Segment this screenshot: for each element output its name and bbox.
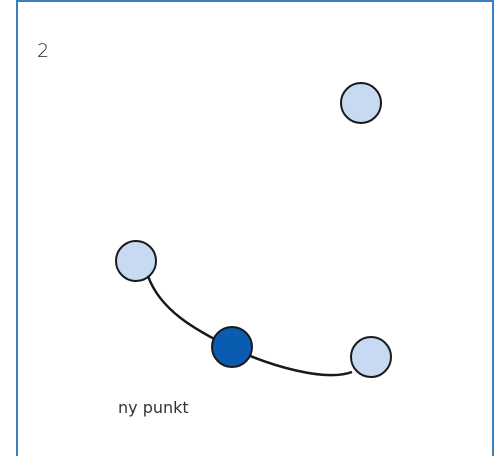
node-left [115,240,157,282]
node-bottom-right [350,336,392,378]
new-point-label: ny punkt [118,398,189,417]
step-number: 2 [37,40,50,62]
connecting-curve [146,275,353,377]
figure-frame [16,0,494,456]
new-point-node [211,326,253,368]
node-top-right [340,82,382,124]
